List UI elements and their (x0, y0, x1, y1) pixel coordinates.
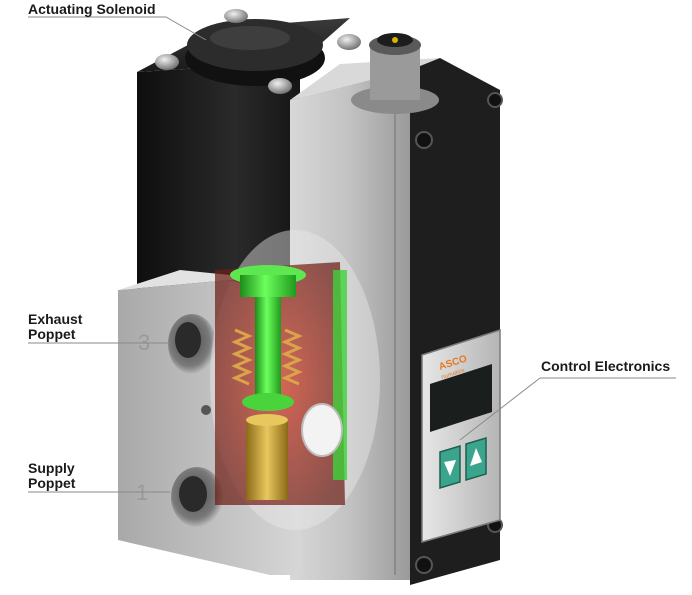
mounting-hole (201, 405, 211, 415)
label-control-electronics: Control Electronics (541, 358, 671, 374)
exhaust-poppet (230, 265, 306, 411)
cap-screws (155, 9, 361, 94)
port-3-hole (168, 314, 216, 374)
supply-poppet (246, 414, 288, 500)
up-arrow-icon (470, 448, 482, 466)
label-supply-poppet: Supply Poppet (28, 460, 76, 491)
seal-ring (301, 403, 343, 457)
leader-lines (28, 16, 676, 493)
control-panel (421, 328, 501, 543)
label-exhaust-poppet: Exhaust Poppet (28, 311, 83, 342)
m12-connector (351, 33, 439, 114)
label-actuating-solenoid: Actuating Solenoid (28, 1, 156, 17)
port-1-hole (171, 467, 223, 527)
down-arrow-icon (444, 460, 456, 476)
solenoid-cap (185, 19, 325, 86)
display-window (430, 364, 492, 432)
